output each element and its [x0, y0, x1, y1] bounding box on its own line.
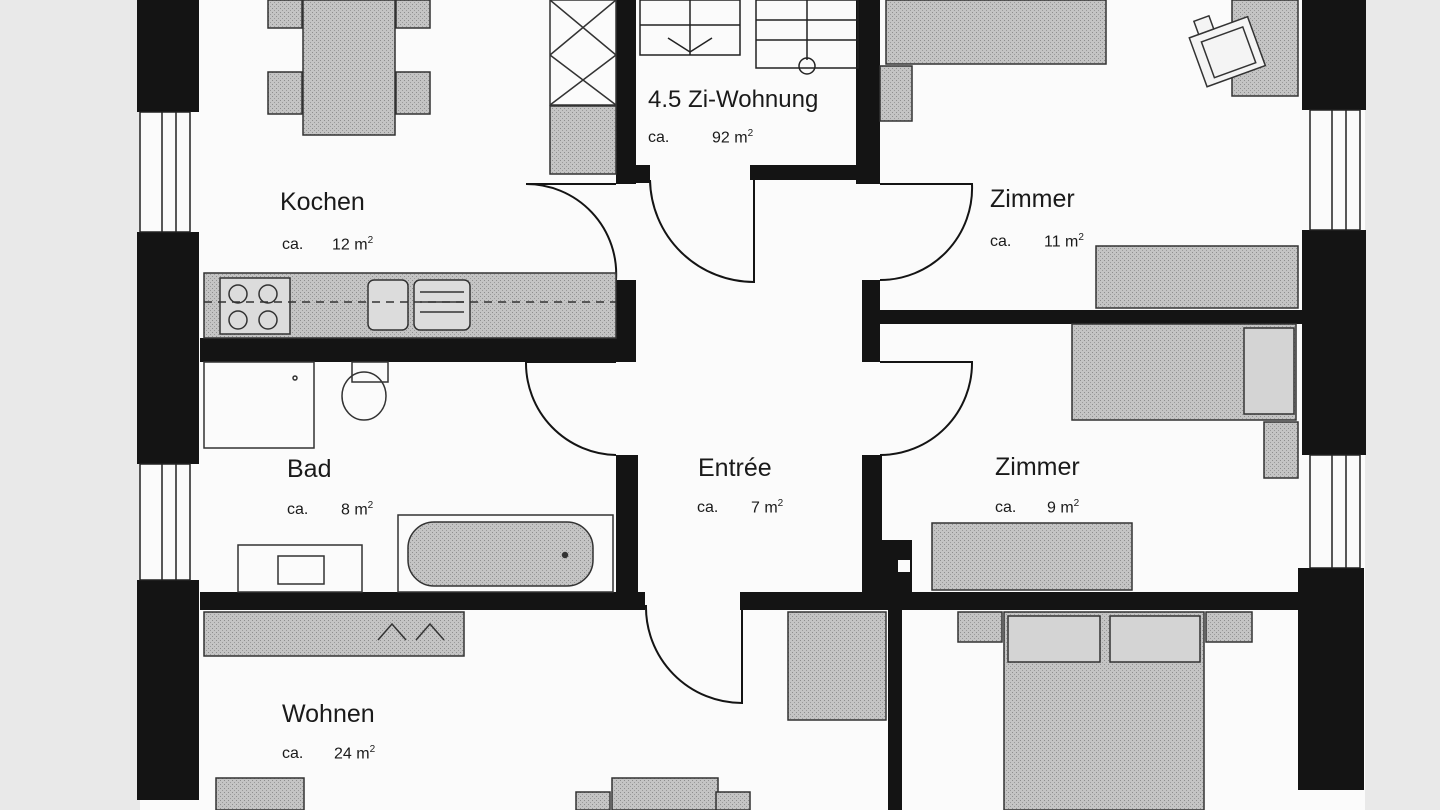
area-sup-wohnen: 2: [369, 744, 376, 755]
ca-entree: ca.: [697, 499, 719, 517]
room-area-entree: ca. 7 m2: [697, 498, 783, 517]
room-name-zimmer-1: Zimmer: [990, 185, 1075, 213]
room-name-kochen: Kochen: [280, 188, 365, 216]
room-area-wohnen: ca. 24 m2: [282, 744, 375, 763]
ca-wohnen: ca.: [282, 745, 304, 763]
room-area-bad: ca. 8 m2: [287, 500, 373, 519]
apartment-area-value: 92 m: [712, 129, 748, 147]
column-marker: [898, 560, 910, 572]
windows: [139, 109, 1361, 581]
ca-zimmer-2: ca.: [995, 499, 1017, 517]
apartment-title: 4.5 Zi-Wohnung: [648, 86, 818, 114]
bed: [957, 611, 1253, 810]
area-sup-entree: 2: [777, 498, 784, 509]
room-name-zimmer-2: Zimmer: [995, 453, 1080, 481]
room-name-entree: Entrée: [698, 454, 772, 482]
kitchen-counter: [203, 272, 617, 339]
dining-set: [267, 0, 431, 136]
area-sup-kochen: 2: [367, 235, 374, 246]
ca-zimmer-1: ca.: [990, 233, 1012, 251]
area-value-bad: 8 m: [341, 501, 368, 519]
area-value-wohnen: 24 m: [334, 745, 370, 763]
apartment-name: 4.5 Zi-Wohnung: [648, 86, 819, 113]
apartment-area: ca. 92 m2: [648, 128, 753, 147]
exterior-walls: [137, 0, 1366, 800]
room-area-zimmer-2: ca. 9 m2: [995, 498, 1079, 517]
bathroom-fixtures: [203, 361, 614, 593]
zimmer1-furniture: [879, 0, 1299, 309]
apartment-ca: ca.: [648, 129, 670, 147]
ca-kochen: ca.: [282, 236, 304, 254]
area-value-zimmer-2: 9 m: [1047, 499, 1074, 517]
room-name-wohnen: Wohnen: [282, 700, 375, 728]
area-value-zimmer-1: 11 m: [1044, 233, 1079, 251]
area-value-kochen: 12 m: [332, 236, 368, 254]
room-name-bad: Bad: [287, 455, 332, 483]
interior-walls: [200, 0, 1305, 810]
apartment-area-sup: 2: [747, 128, 754, 139]
room-area-kochen: ca. 12 m2: [282, 235, 373, 254]
room-area-zimmer-1: ca. 11 m2: [990, 232, 1084, 251]
desk-chair: [1188, 14, 1267, 88]
cabinet-lines: [377, 622, 445, 641]
area-sup-zimmer-1: 2: [1078, 232, 1084, 243]
ca-bad: ca.: [287, 501, 309, 519]
area-value-entree: 7 m: [751, 499, 778, 517]
area-sup-zimmer-2: 2: [1073, 498, 1080, 509]
zimmer2-furniture: [931, 323, 1299, 591]
area-sup-bad: 2: [367, 500, 374, 511]
tall-cabinets: [549, 0, 617, 175]
doors: [524, 179, 974, 705]
stairs: [639, 0, 859, 75]
